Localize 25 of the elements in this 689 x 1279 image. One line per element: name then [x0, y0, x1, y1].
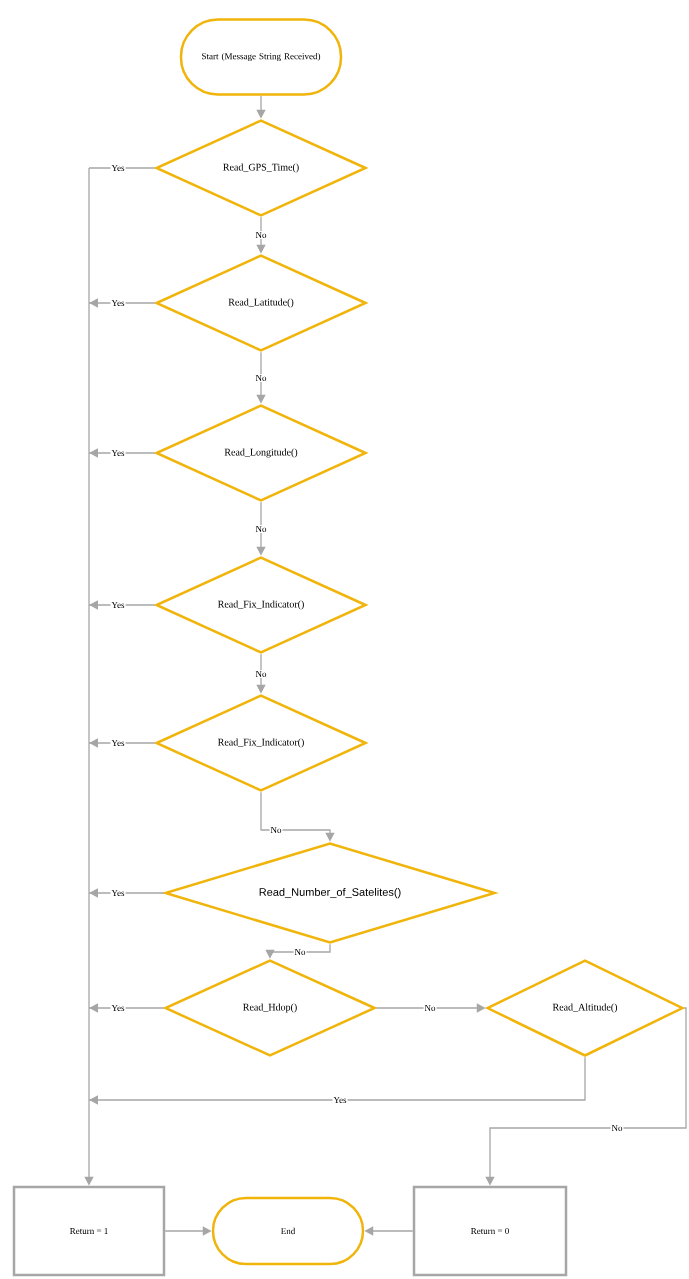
arrow — [88, 1056, 586, 1105]
edge-label: Yes — [110, 601, 126, 609]
arrow — [88, 600, 156, 610]
process-box: Return = 0 — [412, 1185, 568, 1277]
edge-label: Yes — [110, 164, 126, 172]
edge-label: No — [610, 1124, 624, 1132]
edge-label: Yes — [110, 299, 126, 307]
edge-label: No — [254, 670, 268, 678]
edge-label: Yes — [110, 739, 126, 747]
arrow — [88, 888, 165, 898]
edge-label: No — [269, 826, 283, 834]
process-box: Return = 1 — [12, 1185, 166, 1277]
edge-label: Yes — [110, 449, 126, 457]
arrow — [88, 448, 156, 458]
edge-label: No — [254, 231, 268, 239]
edge-label: Yes — [332, 1096, 348, 1104]
edge-label: No — [423, 1004, 437, 1012]
arrow — [88, 738, 156, 748]
edge-label: Yes — [110, 1004, 126, 1012]
edge-label: No — [254, 525, 268, 533]
arrow — [88, 1003, 165, 1013]
arrow — [88, 298, 156, 308]
edge-label: No — [254, 374, 268, 382]
edge-label: Yes — [110, 889, 126, 897]
edge-label: No — [293, 948, 307, 956]
